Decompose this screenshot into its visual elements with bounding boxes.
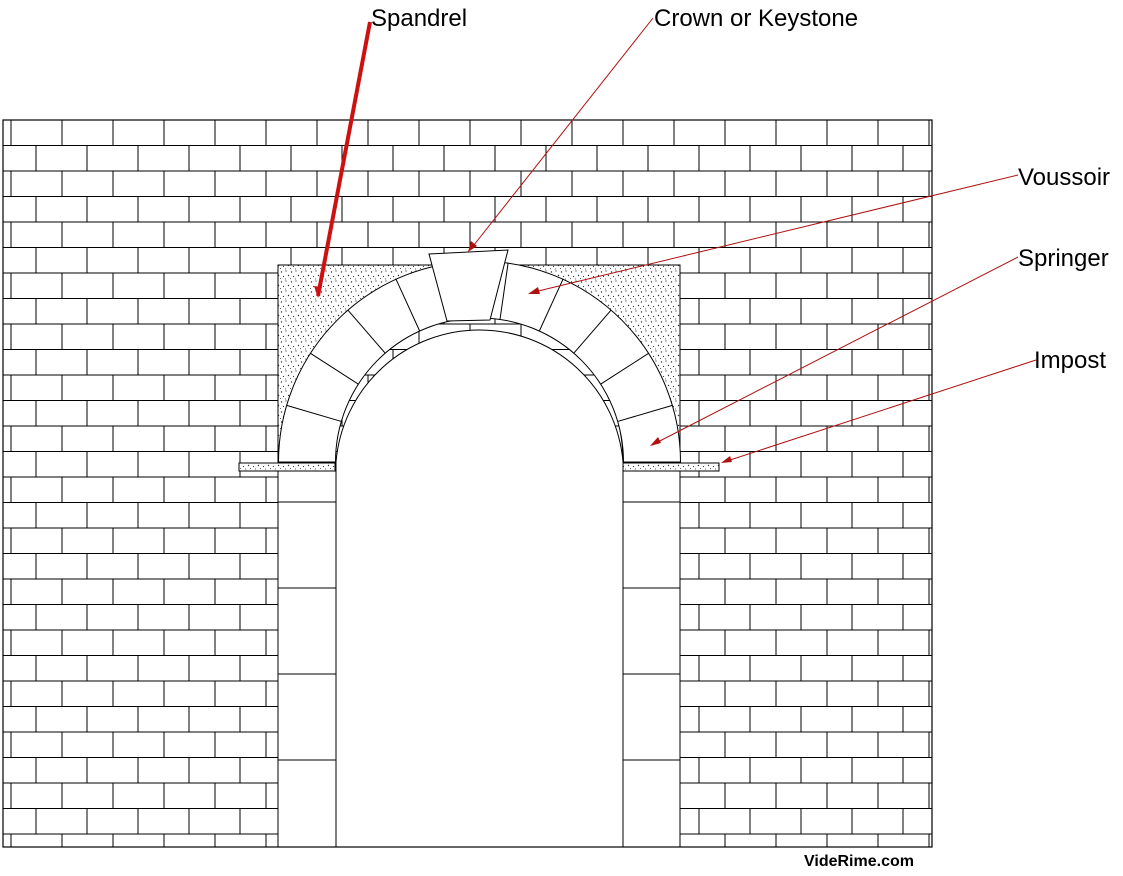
label-crown: Crown or Keystone bbox=[654, 5, 858, 32]
credit-text: VideRime.com bbox=[804, 853, 914, 870]
leader-lines bbox=[314, 17, 1037, 463]
impost-blocks bbox=[238, 462, 720, 472]
right-jamb bbox=[622, 469, 681, 848]
label-springer: Springer bbox=[1018, 245, 1109, 272]
springer-leader bbox=[651, 256, 1019, 446]
wall-outline bbox=[2, 119, 933, 848]
label-voussoir: Voussoir bbox=[1018, 164, 1110, 191]
left-jamb bbox=[277, 469, 337, 848]
arch-opening bbox=[278, 329, 680, 848]
impost-leader bbox=[723, 359, 1037, 463]
impost-arrowhead bbox=[721, 456, 732, 463]
crown-leader bbox=[469, 17, 654, 251]
keystone bbox=[428, 249, 509, 322]
spandrel-arrowhead bbox=[314, 286, 322, 298]
voussoir-leader bbox=[529, 174, 1019, 294]
spandrel-leader bbox=[316, 21, 372, 297]
label-impost: Impost bbox=[1034, 347, 1106, 374]
springer-arrowhead bbox=[650, 437, 661, 446]
voussoir-arrowhead bbox=[528, 287, 540, 294]
label-spandrel: Spandrel bbox=[371, 5, 467, 32]
crown-arrowhead bbox=[468, 241, 477, 252]
